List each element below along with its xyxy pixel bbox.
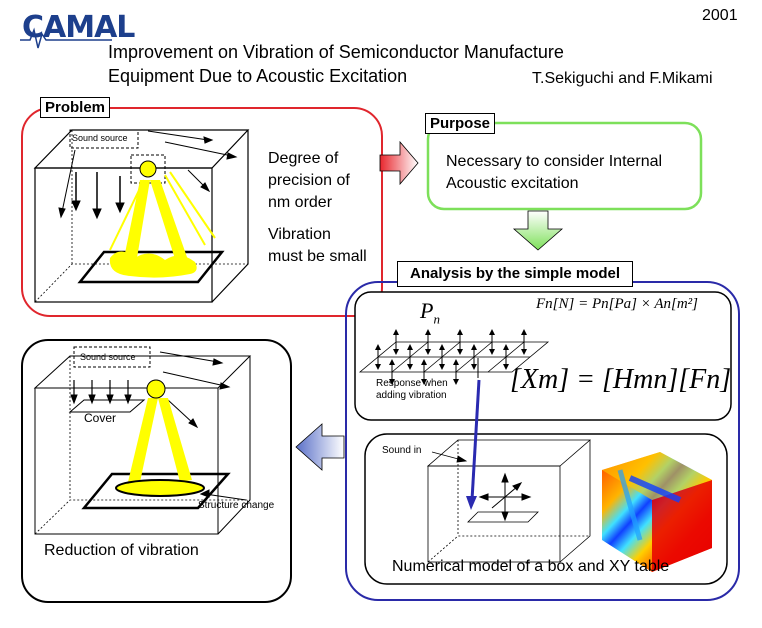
probe-arrow [466, 379, 481, 510]
cover-label: Cover [84, 411, 117, 425]
force-arrow-head-down [375, 364, 381, 370]
force-formula: Fn[N] = Pn[Pa] × An[m²] [536, 296, 698, 312]
reduction-sound-source-label: Sound source [80, 352, 136, 362]
purpose-label: Purpose [425, 113, 496, 134]
force-arrow-head-down [425, 349, 431, 355]
precision-line-1: Degree of [268, 150, 339, 167]
force-arrow-head-up [389, 359, 395, 365]
force-arrow-head-down [503, 364, 509, 370]
numerical-box-model [426, 439, 592, 563]
force-arrow-head-up [439, 344, 445, 350]
arrow-problem-to-purpose [379, 140, 419, 186]
precision-line-3: nm order [268, 194, 333, 211]
reduction-light-beams [115, 379, 205, 497]
structure-change-label: Structure change [198, 500, 275, 511]
pn-letter: P [420, 298, 434, 323]
force-arrows [375, 329, 527, 385]
vibration-line-2: must be small [268, 248, 367, 265]
fem-result-model [602, 452, 712, 572]
force-arrow-head-down [521, 349, 527, 355]
problem-label: Problem [40, 97, 111, 118]
camal-logo: CAMAL [22, 10, 135, 45]
force-arrow-head-down [457, 349, 463, 355]
force-arrow-head-down [471, 364, 477, 370]
matrix-formula: [Xm] = [Hmn][Fn] [510, 364, 732, 395]
problem-light-beams [109, 160, 216, 278]
purpose-line-1: Necessary to consider Internal [446, 153, 663, 170]
force-arrow-head-down [421, 379, 427, 385]
force-arrow-head-down [453, 379, 459, 385]
logo-wave-icon [20, 27, 112, 49]
sound-in-label: Sound in [382, 445, 422, 456]
force-arrow-head-up [521, 329, 527, 335]
precision-line-2: precision of [268, 172, 350, 189]
force-arrow-head-up [375, 344, 381, 350]
reduction-caption: Reduction of vibration [44, 542, 199, 559]
problem-sound-source-label: Sound source [72, 133, 128, 143]
force-arrow-head-up [393, 329, 399, 335]
force-arrow-head-down [389, 379, 395, 385]
force-arrow-head-up [457, 329, 463, 335]
force-arrow-head-up [421, 359, 427, 365]
force-arrow-head-down [489, 349, 495, 355]
reduction-panel [21, 339, 292, 603]
page-title: Improvement on Vibration of Semiconducto… [108, 40, 564, 88]
pn-subscript: n [433, 311, 440, 327]
force-arrow-head-down [439, 364, 445, 370]
response-line-2: adding vibration [376, 390, 447, 401]
year-label: 2001 [702, 7, 738, 24]
problem-vibration-text: Vibration must be small [268, 224, 367, 268]
arrow-analysis-to-reduction [295, 423, 345, 471]
analysis-formula-subpanel [354, 291, 732, 421]
force-arrow-head-up [407, 344, 413, 350]
arrow-purpose-to-analysis [512, 210, 564, 251]
pn-symbol: Pn [420, 298, 440, 327]
force-arrow-head-down [407, 364, 413, 370]
force-arrow-head-up [489, 329, 495, 335]
vibration-line-1: Vibration [268, 226, 331, 243]
problem-box-illustration [33, 129, 250, 303]
problem-precision-text: Degree of precision of nm order [268, 148, 350, 214]
analysis-label: Analysis by the simple model [397, 261, 634, 287]
reduction-box-illustration [33, 346, 252, 535]
authors: T.Sekiguchi and F.Mikami [532, 70, 713, 87]
force-arrow-head-down [393, 349, 399, 355]
title-line-2: Equipment Due to Acoustic Excitation [108, 66, 408, 86]
force-arrow-head-up [471, 344, 477, 350]
title-line-1: Improvement on Vibration of Semiconducto… [108, 42, 564, 62]
force-arrow-head-up [453, 359, 459, 365]
response-note: Response when adding vibration [376, 378, 448, 402]
response-line-1: Response when [376, 378, 448, 389]
force-arrow-head-up [503, 344, 509, 350]
problem-panel [21, 107, 383, 317]
purpose-line-2: Acoustic excitation [446, 175, 579, 192]
purpose-panel [426, 121, 703, 211]
model-caption: Numerical model of a box and XY table [392, 558, 670, 575]
vibration-axes-icon [478, 472, 532, 522]
force-arrow-head-up [425, 329, 431, 335]
purpose-text: Necessary to consider Internal Acoustic … [446, 151, 662, 195]
